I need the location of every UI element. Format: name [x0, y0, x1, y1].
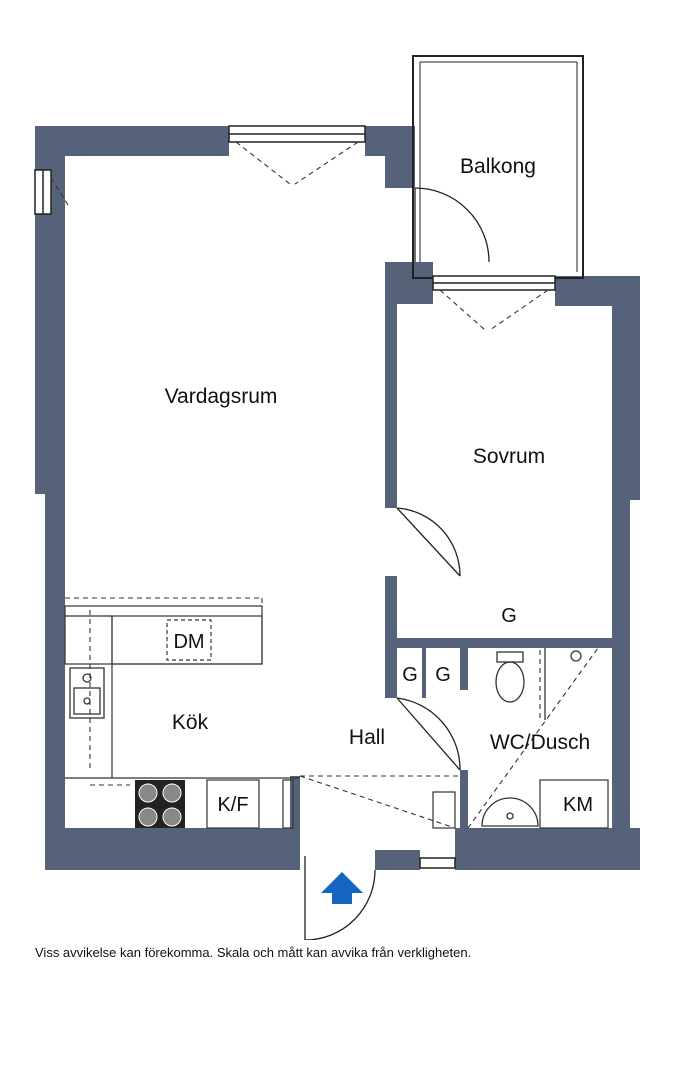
room-label-balkong: Balkong: [460, 155, 536, 178]
fixture-label-wardrobe-sovrum: G: [501, 605, 517, 627]
room-label-hall: Hall: [349, 726, 385, 749]
fixture-label-wardrobe-hall-2: G: [435, 664, 451, 686]
toilet-icon: [495, 651, 525, 703]
room-label-vardagsrum: Vardagsrum: [165, 385, 278, 408]
room-label-wc-dusch: WC/Dusch: [490, 731, 590, 754]
bathroom-sink-icon: [481, 797, 539, 827]
door-swings: [304, 187, 490, 940]
dashed-lines: [50, 141, 599, 829]
walls: [35, 126, 640, 870]
shower-icon: [544, 648, 582, 720]
room-label-kok: Kök: [172, 711, 209, 734]
entrance-arrow-icon: [321, 872, 363, 904]
room-label-sovrum: Sovrum: [473, 445, 545, 468]
kitchen-sink-icon: [69, 667, 105, 719]
fixture-label-kf: K/F: [217, 794, 248, 816]
floor-plan: Balkong Vardagsrum Sovrum Kök Hall WC/Du…: [34, 55, 640, 940]
fixture-label-km: KM: [563, 794, 593, 816]
stove-icon: [135, 780, 185, 828]
fixture-label-dm: DM: [173, 631, 204, 653]
disclaimer-text: Viss avvikelse kan förekomma. Skala och …: [35, 945, 472, 960]
windows: [34, 125, 556, 869]
kitchen-counters: [64, 605, 609, 829]
fixture-label-wardrobe-hall-1: G: [402, 664, 418, 686]
